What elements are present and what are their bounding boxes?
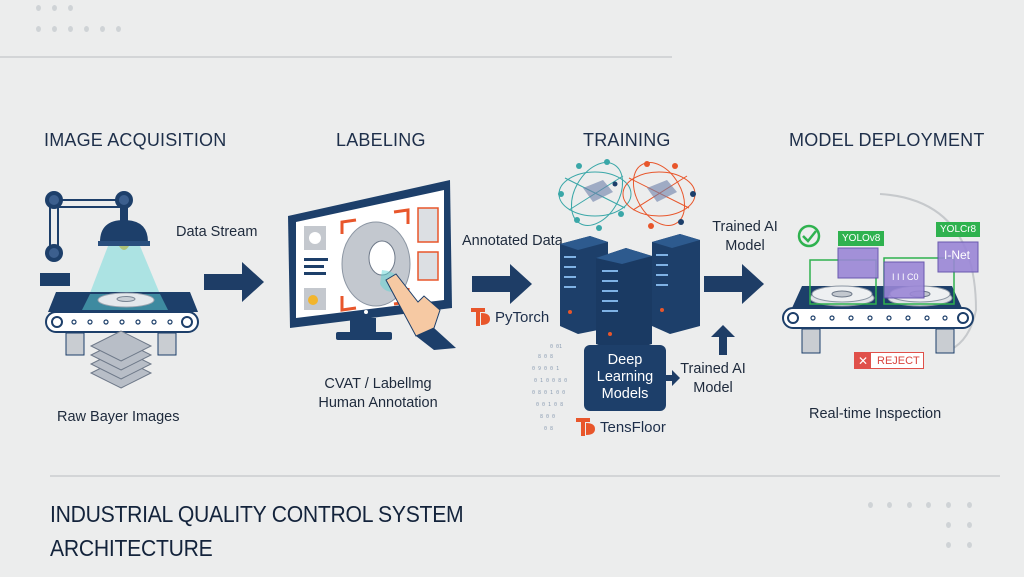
- framework-pytorch: PyTorch: [471, 308, 549, 326]
- dl-box-line2: Learning: [596, 369, 654, 385]
- overlay-label: I I I C0: [892, 272, 919, 282]
- svg-text:0 0 1 0 8: 0 0 1 0 8: [536, 402, 563, 408]
- conveyor-belt-icon: [45, 292, 199, 356]
- detection-tag: YOLOv8: [838, 231, 885, 246]
- svg-text:8 0 0: 8 0 0: [540, 414, 555, 420]
- pytorch-logo-icon: [471, 308, 490, 326]
- connector-label-trained-model-top: Trained AI Model: [710, 218, 780, 256]
- tensorflow-label: TensFloor: [600, 418, 666, 436]
- pointing-hand-icon: [385, 273, 456, 350]
- page-title-line2: ARCHITECTURE: [50, 535, 213, 561]
- arrow-right-small-icon: [666, 370, 680, 386]
- sidebar-thumbnails: [304, 226, 328, 310]
- dl-box-line1: Deep: [607, 352, 643, 368]
- stage-title-deployment: MODEL DEPLOYMENT: [789, 130, 985, 150]
- labeling-illustration: [288, 180, 456, 350]
- arrow-right-icon: [204, 262, 264, 302]
- stage-title-training: TRAINING: [583, 130, 671, 150]
- neural-network-illustration: [558, 159, 696, 231]
- acquisition-illustration: [40, 191, 199, 389]
- connector-label-data-stream: Data Stream: [176, 224, 258, 240]
- arrow-right-icon: [704, 264, 764, 304]
- framework-tensorflow: TensFloor: [576, 418, 666, 436]
- overlay-label: I-Net: [944, 248, 971, 262]
- stage-title-acquisition: IMAGE ACQUISITION: [44, 130, 227, 150]
- server-rack-icon: [596, 248, 652, 354]
- svg-text:0 9 0 0 1: 0 9 0 0 1: [532, 366, 559, 372]
- connector-label-trained-model-bottom: Trained AI Model: [678, 360, 748, 398]
- detection-tag: YOLCr8: [936, 222, 981, 237]
- caption-labeling-line2: Human Annotation: [318, 395, 438, 411]
- svg-text:0 8 0 1 0 0: 0 8 0 1 0 0: [532, 390, 565, 396]
- page-title-line1: INDUSTRIAL QUALITY CONTROL SYSTEM: [50, 501, 464, 527]
- check-circle-icon: [797, 224, 821, 248]
- arrow-up-icon: [711, 325, 735, 355]
- reject-badge: ✕ REJECT: [854, 352, 924, 369]
- connector-label-line2: Model: [693, 380, 733, 396]
- bottom-divider: [50, 475, 1000, 477]
- thumbnail-right: [417, 207, 439, 281]
- caption-labeling-line1: CVAT / Labellmg: [324, 376, 432, 392]
- inspection-lamp-icon: [85, 208, 165, 306]
- svg-text:0 1 0 0 8 0: 0 1 0 0 8 0: [534, 378, 567, 384]
- caption-labeling-tool: CVAT / Labellmg Human Annotation: [308, 375, 448, 413]
- svg-text:0 8: 0 8: [544, 426, 553, 432]
- close-icon: ✕: [855, 353, 871, 368]
- robot-arm-icon: [40, 191, 133, 286]
- deep-learning-models-box: Deep Learning Models: [584, 345, 666, 411]
- pytorch-label: PyTorch: [495, 308, 550, 326]
- reject-label: REJECT: [877, 354, 920, 367]
- arrow-right-icon: [472, 264, 532, 304]
- page-title: INDUSTRIAL QUALITY CONTROL SYSTEM ARCHIT…: [50, 497, 464, 565]
- connector-label-line2: Model: [725, 238, 765, 254]
- caption-realtime-inspection: Real-time Inspection: [809, 406, 942, 422]
- server-racks-illustration: [560, 234, 700, 354]
- connector-label-annotated-data: Annotated Data: [462, 233, 563, 249]
- ai-overlay-panel: [837, 241, 979, 299]
- inspected-part-icon: [809, 285, 875, 307]
- svg-text:0 01: 0 01: [550, 344, 562, 350]
- connector-label-line1: Trained AI: [680, 361, 746, 377]
- image-stack-icon: [89, 330, 153, 389]
- dl-box-line3: Models: [601, 386, 649, 402]
- framework-logo-icon: [576, 418, 595, 436]
- top-divider: [0, 56, 672, 58]
- caption-raw-bayer-images: Raw Bayer Images: [57, 409, 180, 425]
- connector-label-line1: Trained AI: [712, 219, 778, 235]
- server-rack-icon: [652, 234, 700, 334]
- svg-text:8 0 8: 8 0 8: [538, 354, 553, 360]
- data-flow-particles: 0 01 8 0 8 0 9 0 0 1 0 1 0 0 8 0 0 8 0 1 0 …: [532, 344, 567, 432]
- deployment-illustration: [782, 193, 979, 354]
- stage-title-labeling: LABELING: [336, 130, 426, 150]
